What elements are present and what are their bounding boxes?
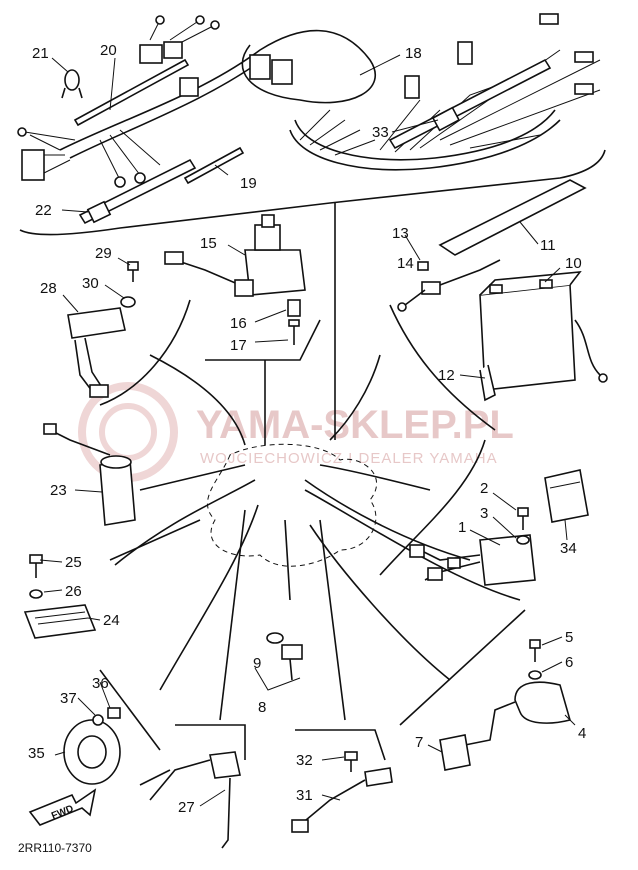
clip-21: [61, 69, 83, 99]
callout-5: 5: [565, 629, 573, 646]
cdi-unit-1: [409, 534, 536, 586]
screw-25: [29, 554, 43, 578]
nut-37: [92, 714, 104, 726]
callout-leaders: [39, 54, 576, 807]
starter-relay-28: [67, 307, 126, 398]
flasher-relay-34: [544, 469, 589, 523]
callout-27: 27: [178, 799, 195, 816]
collar-16: [287, 299, 301, 317]
screw-32: [344, 751, 358, 772]
fuse-holder-13: [397, 259, 501, 312]
screw-17: [288, 319, 300, 345]
callout-29: 29: [95, 245, 112, 262]
callout-32: 32: [296, 752, 313, 769]
callout-13: 13: [392, 225, 409, 242]
washer-3: [516, 535, 530, 545]
rectifier-24: [23, 604, 97, 639]
callout-22: 22: [35, 202, 52, 219]
bolt-8: [281, 644, 303, 681]
callout-23: 23: [50, 482, 67, 499]
callout-labels: 21 20 18 33 19 22 15 16 17 13 14 11 10 1…: [28, 42, 586, 816]
callout-24: 24: [103, 612, 120, 629]
callout-18: 18: [405, 45, 422, 62]
callout-20: 20: [100, 42, 117, 59]
battery-10: [479, 271, 582, 391]
nut-30: [120, 296, 136, 308]
bolt-36: [107, 707, 121, 719]
callout-11: 11: [540, 237, 556, 254]
cable-band-20: [73, 58, 190, 127]
callout-19: 19: [240, 175, 257, 192]
callout-21: 21: [32, 45, 49, 62]
drawing-code: 2RR110-7370: [18, 841, 92, 855]
callout-8: 8: [258, 699, 266, 716]
cable-tie-33: [388, 58, 552, 150]
washer-26: [29, 589, 43, 599]
neutral-switch-27: [139, 751, 241, 849]
callout-35: 35: [28, 745, 45, 762]
watermark-subtitle: WOJCIECHOWICZ I DEALER YAMAHA: [200, 450, 498, 467]
callout-30: 30: [82, 275, 99, 292]
callout-3: 3: [480, 505, 488, 522]
callout-25: 25: [65, 554, 82, 571]
bolt-5: [529, 639, 541, 662]
battery-breather-pipe-12: [479, 364, 496, 402]
callout-31: 31: [296, 787, 313, 804]
callout-15: 15: [200, 235, 217, 252]
battery-lead: [574, 319, 601, 376]
frame-outline: [207, 443, 377, 567]
callout-33: 33: [372, 124, 389, 141]
callout-34: 34: [560, 540, 577, 557]
bracket-lines: [254, 667, 301, 691]
plug-cap-7: [439, 734, 471, 771]
callout-9: 9: [253, 655, 261, 672]
callout-4: 4: [578, 725, 586, 742]
callout-36: 36: [92, 675, 109, 692]
callout-37: 37: [60, 690, 77, 707]
fwd-arrow-icon: FWD: [28, 788, 97, 826]
wire-harness: [17, 13, 601, 188]
callout-1: 1: [458, 519, 466, 536]
callout-14: 14: [397, 255, 414, 272]
callout-10: 10: [565, 255, 582, 272]
callout-26: 26: [65, 583, 82, 600]
watermark: YAMA-SKLEP.PL WOJCIECHOWICZ I DEALER YAM…: [78, 382, 514, 482]
horn-35: [63, 719, 121, 785]
fuse-14: [417, 261, 429, 271]
callout-6: 6: [565, 654, 573, 671]
main-switch-15: [164, 214, 306, 297]
screw-2: [517, 507, 529, 530]
battery-band-11: [438, 179, 587, 256]
ignition-coil-4: [464, 681, 571, 746]
callout-16: 16: [230, 315, 247, 332]
throttle-grip-23: [43, 423, 136, 526]
callout-2: 2: [480, 480, 488, 497]
callout-7: 7: [415, 734, 423, 751]
leader-lines: [114, 203, 521, 721]
harness-panel-outline: [19, 149, 606, 236]
clamp-19: [183, 146, 245, 185]
washer-9: [266, 632, 284, 644]
rear-brake-switch-31: [291, 767, 393, 833]
washer-6: [528, 670, 542, 680]
group-boundaries: [99, 299, 526, 761]
bolt-29: [127, 261, 139, 282]
callout-17: 17: [230, 337, 247, 354]
callout-12: 12: [438, 367, 455, 384]
callout-28: 28: [40, 280, 57, 297]
band-22: [78, 158, 197, 225]
